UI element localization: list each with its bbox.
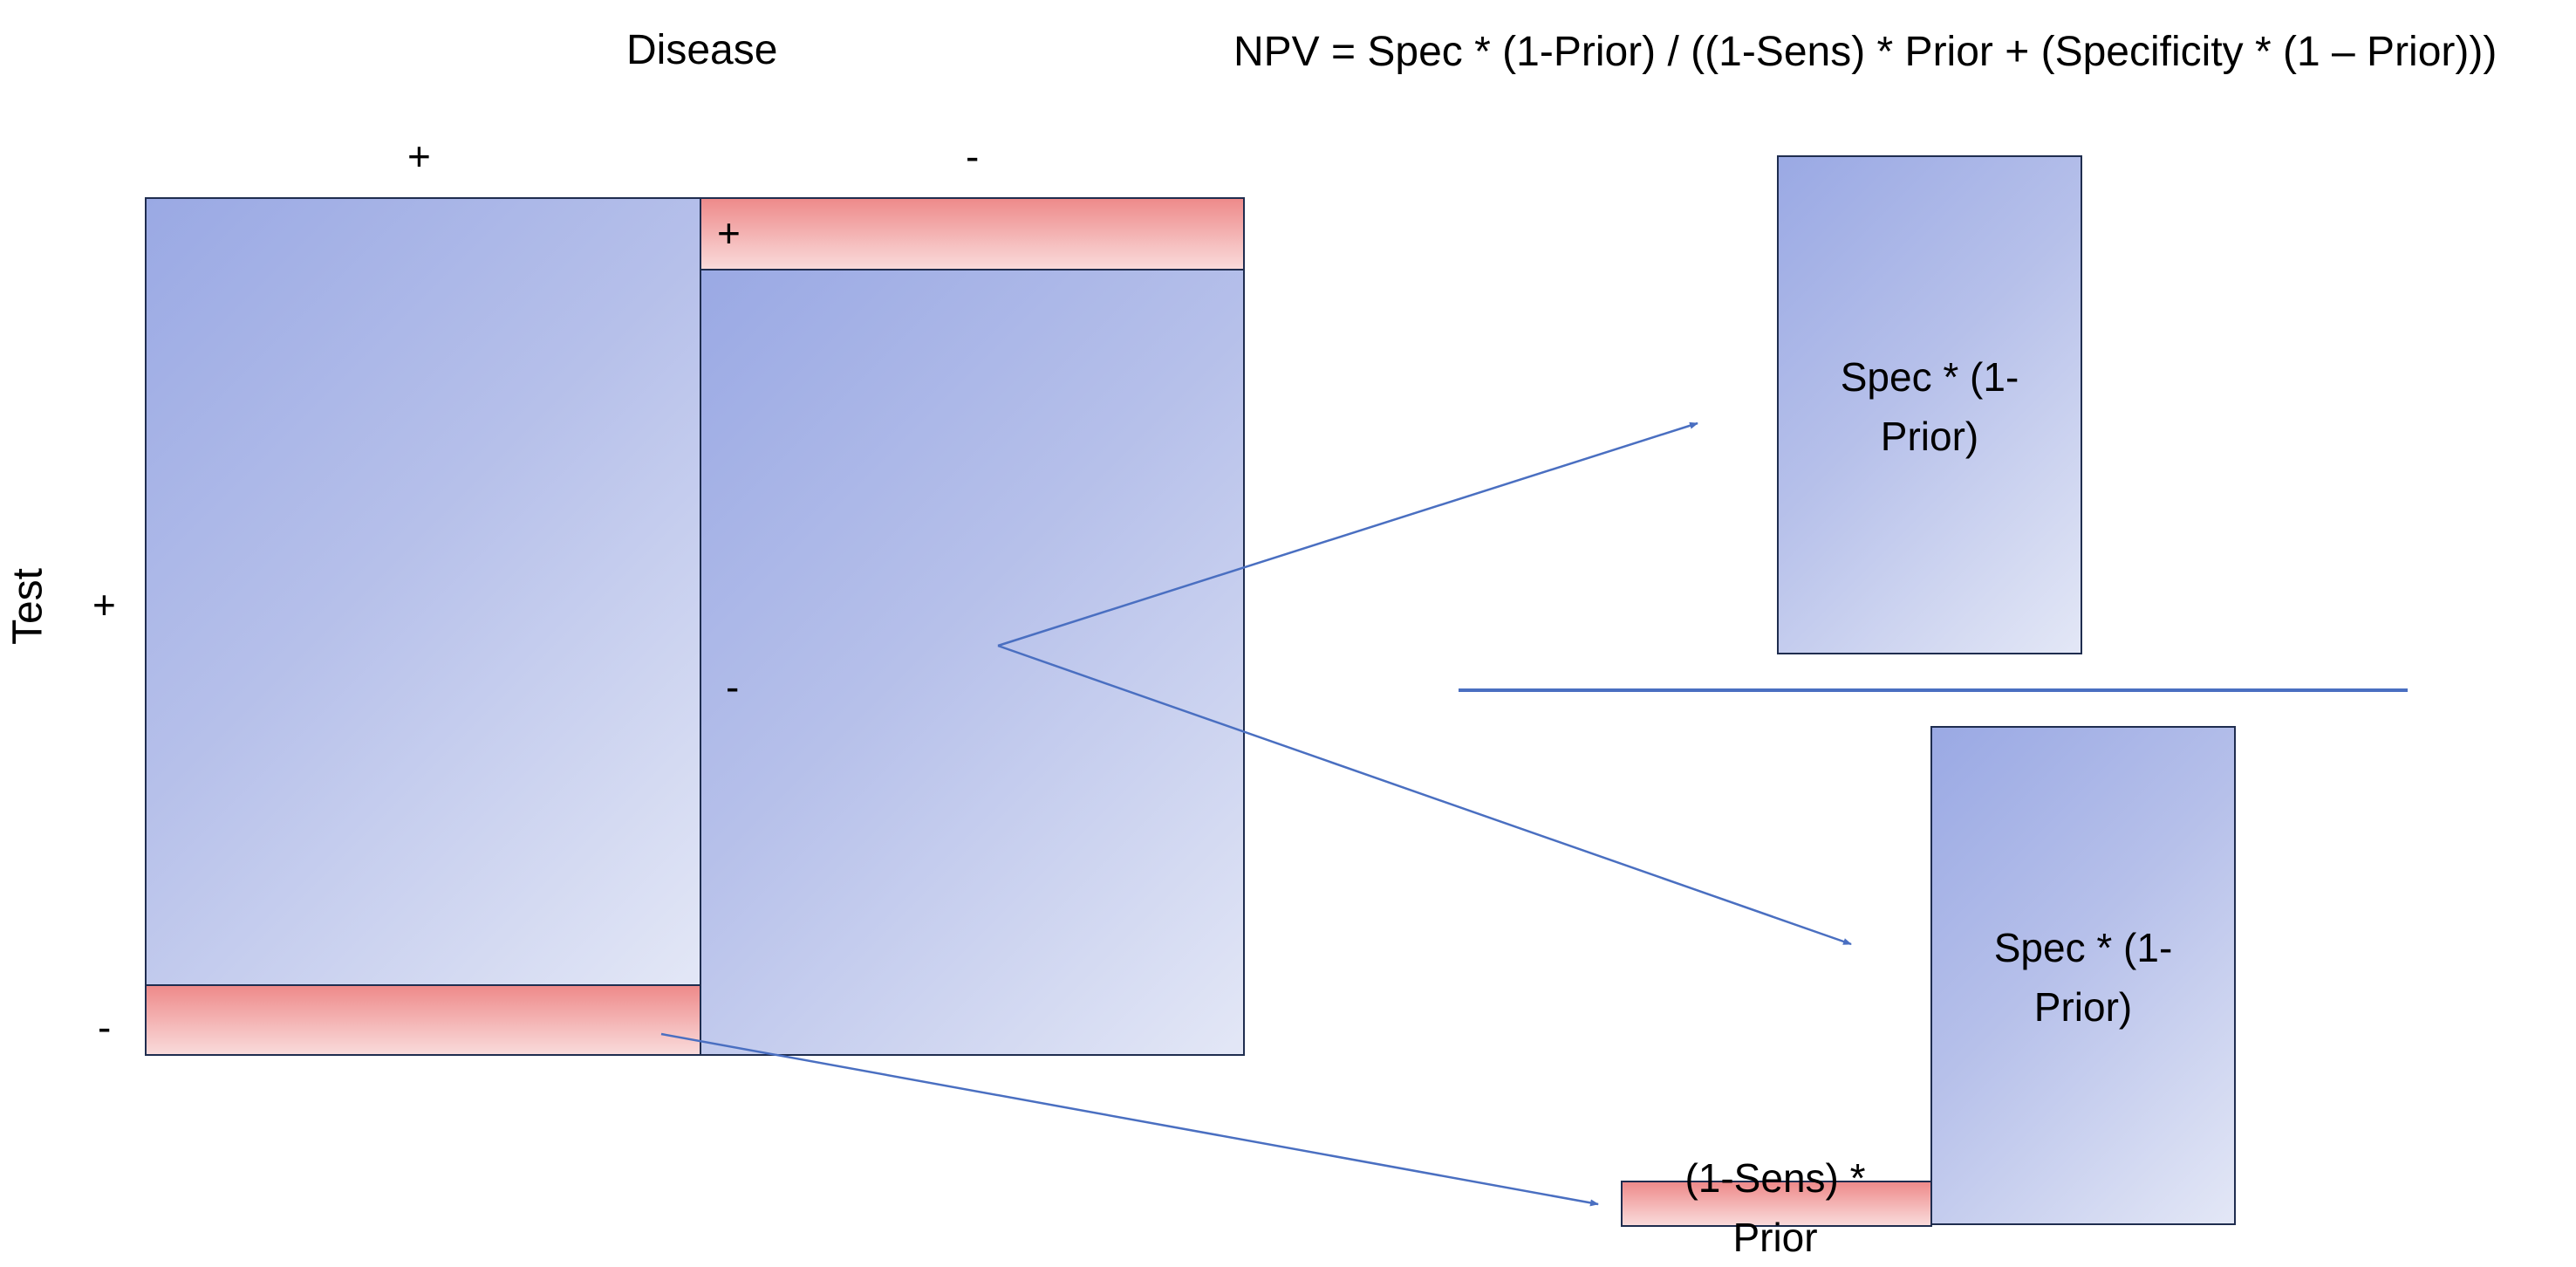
disease-positive-header: + [407,134,431,179]
disease-axis-title: Disease [626,27,778,73]
true-negative-cell-label: - [726,664,740,709]
denominator-false-negative-block [1621,1181,1932,1227]
false-positive-cell: + [700,197,1245,271]
arrow-to-denominator-true-negative [997,644,1852,946]
true-positive-cell [145,197,701,986]
true-negative-cell: - [700,269,1245,1056]
arrow-to-denominator-false-negative [660,1032,1599,1207]
denominator-true-negative-block: Spec * (1-Prior) [1930,726,2236,1225]
denominator-true-negative-label: Spec * (1-Prior) [1993,925,2173,1030]
npv-formula: NPV = Spec * (1-Prior) / ((1-Sens) * Pri… [1233,29,2497,75]
numerator-block: Spec * (1-Prior) [1777,155,2082,654]
test-positive-label: + [92,582,116,627]
fraction-line [1459,688,2408,692]
false-positive-cell-label: + [717,210,741,256]
arrow-to-numerator [997,421,1698,647]
numerator-label: Spec * (1-Prior) [1840,354,2019,459]
denominator-false-negative-label: (1-Sens) * Prior [1684,1155,1866,1260]
disease-negative-header: - [966,134,980,179]
test-negative-label: - [98,1004,112,1050]
false-negative-cell [145,984,701,1056]
